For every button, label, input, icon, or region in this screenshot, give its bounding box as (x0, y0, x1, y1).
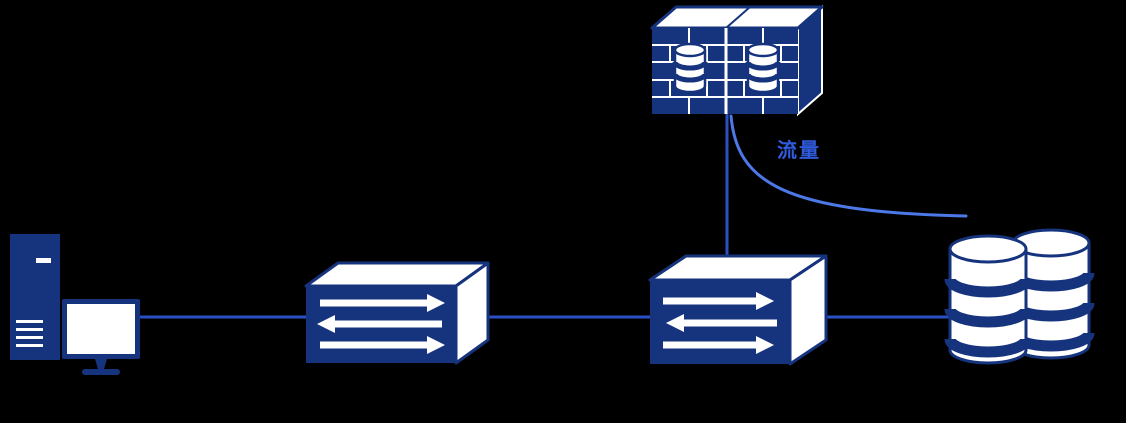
cylinder-band (745, 73, 781, 83)
traffic-curve (729, 114, 968, 218)
tower-vent-line (16, 320, 43, 323)
cylinder-top (673, 42, 707, 58)
tower-vents (16, 320, 43, 347)
switch-arrows (663, 292, 777, 354)
monitor-base (82, 369, 120, 375)
db-stack-front (944, 234, 1032, 365)
switch-arrows (317, 294, 445, 354)
arrow-right-head-icon (427, 294, 445, 312)
tower-drive-slot (36, 258, 51, 263)
monitor-stand (95, 359, 107, 369)
arrow-right-head-icon (756, 336, 774, 354)
db-stack-top (948, 234, 1028, 264)
arrow-left-head-icon (666, 314, 684, 332)
db-stack-body (948, 249, 1028, 365)
tower-vent-line (16, 336, 43, 339)
tower-case (10, 234, 60, 360)
db-stack-band (944, 337, 1032, 358)
db-stack-band (944, 307, 1032, 328)
firewall-db-cylinder-right (745, 42, 781, 94)
links (120, 110, 985, 319)
workstation-icon (10, 234, 140, 375)
firewall-db-cylinder-left (672, 42, 708, 94)
arrow-right-head-icon (756, 292, 774, 310)
arrow-left-head-icon (317, 315, 335, 333)
tower-vent-line (16, 344, 43, 347)
cylinder-band (672, 61, 708, 71)
cylinder-top (746, 42, 780, 58)
monitor-screen (67, 304, 135, 354)
arrow-right-head-icon (427, 336, 445, 354)
firewall-icon (650, 4, 824, 117)
traffic-label: 流量 (777, 138, 821, 162)
cylinder-band (745, 61, 781, 71)
firewall-top-seam (725, 6, 751, 29)
db-stack-band (944, 277, 1032, 298)
switch2-icon (648, 254, 828, 366)
database-cluster-icon (944, 228, 1095, 365)
cylinder-band (672, 73, 708, 83)
switch1-icon (304, 261, 490, 365)
tower-vent-line (16, 328, 43, 331)
